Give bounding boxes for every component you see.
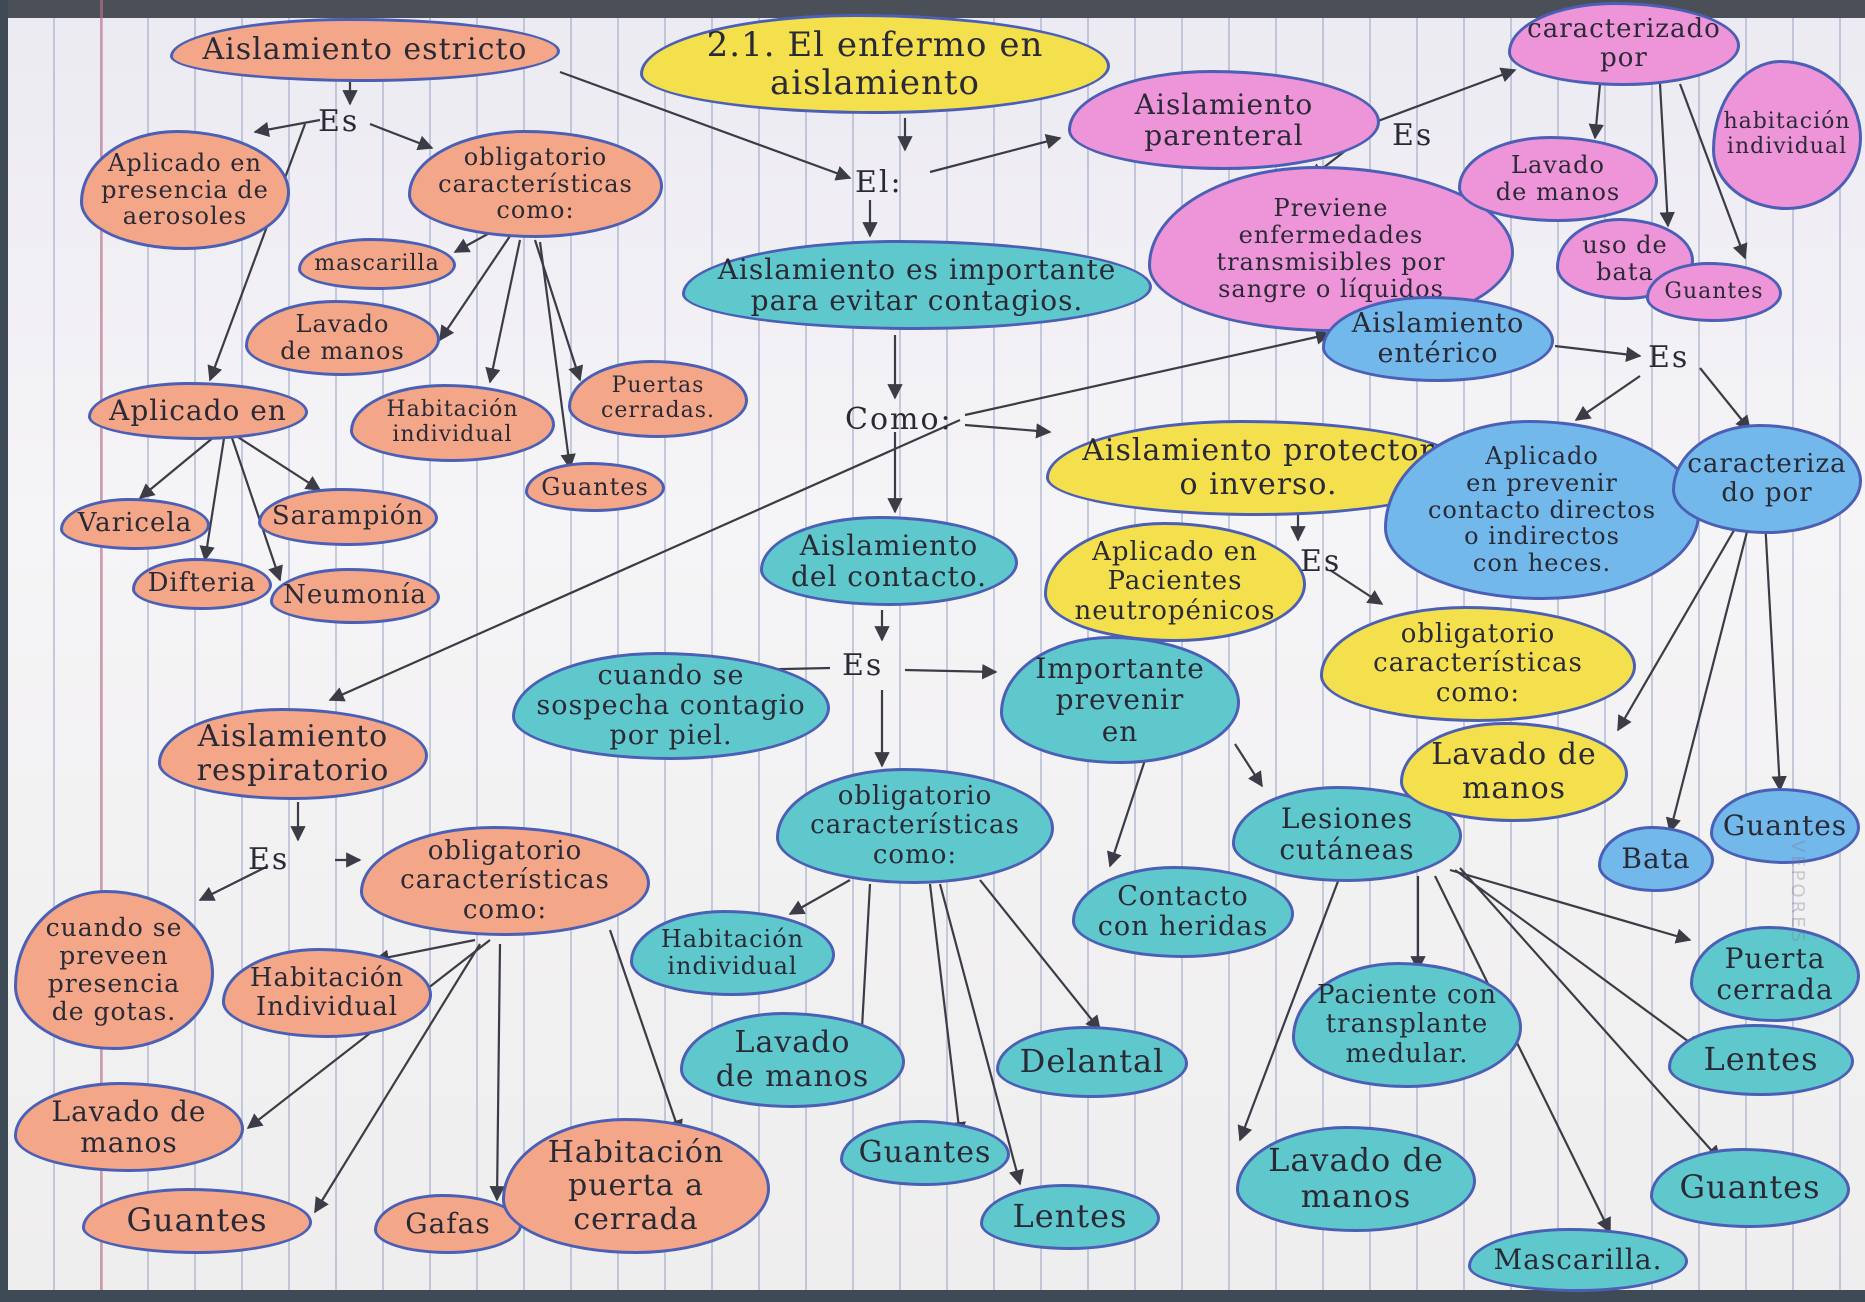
enterico-guantes: Guantes <box>1710 788 1860 864</box>
watermark-stamp: VEPORES <box>1787 840 1808 946</box>
estricto-puertas: Puertas cerradas. <box>568 360 748 438</box>
enterico-caracterizado: caracteriza do por <box>1672 424 1862 534</box>
enterico-bata: Bata <box>1598 826 1714 892</box>
estricto-neumonia: Neumonía <box>270 568 440 624</box>
medular-paciente: Paciente con transplante medular. <box>1292 962 1522 1088</box>
estricto-habitacion: Habitación individual <box>350 384 555 462</box>
parenteral-es: Es <box>1392 118 1434 153</box>
parenteral-habitacion: habitación individual <box>1712 60 1862 210</box>
contacto-obligatorio: obligatorio características como: <box>776 768 1054 884</box>
parenteral-caracterizado: caracterizado por <box>1508 2 1740 86</box>
parenteral-guantes: Guantes <box>1646 262 1782 322</box>
contacto-lavado: Lavado de manos <box>680 1012 905 1108</box>
contacto-cuando: cuando se sospecha contagio por piel. <box>512 652 830 760</box>
respiratorio-habitacion-puerta: Habitación puerta a cerrada <box>502 1118 770 1254</box>
respiratorio-habitacion: Habitación Individual <box>222 948 432 1038</box>
protector-es: Es <box>1300 544 1342 579</box>
estricto-guantes: Guantes <box>525 462 665 512</box>
margin-line <box>100 0 103 1290</box>
respiratorio-guantes: Guantes <box>82 1188 312 1254</box>
contacto-importante: Importante prevenir en <box>1000 636 1240 764</box>
contacto-lentes: Lentes <box>980 1184 1160 1250</box>
parenteral-lavado: Lavado de manos <box>1458 136 1658 222</box>
medular-puerta: Puerta cerrada <box>1690 926 1860 1022</box>
respiratorio-cuando: cuando se preveen presencia de gotas. <box>14 890 214 1050</box>
connector-el: El: <box>855 165 903 200</box>
parenteral-node: Aislamiento parenteral <box>1068 70 1380 170</box>
estricto-es: Es <box>318 104 360 139</box>
respiratorio-obligatorio: obligatorio características como: <box>360 826 650 936</box>
contacto-heridas: Contacto con heridas <box>1072 866 1294 958</box>
respiratorio-gafas: Gafas <box>374 1194 522 1254</box>
estricto-mascarilla: mascarilla <box>298 238 456 290</box>
estricto-obligatorio: obligatorio características como: <box>408 130 663 238</box>
contacto-habitacion: Habitación individual <box>630 910 835 996</box>
contacto-guantes: Guantes <box>840 1120 1010 1186</box>
importance-node: Aislamiento es importante para evitar co… <box>682 240 1152 330</box>
respiratorio-lavado: Lavado de manos <box>14 1082 244 1172</box>
respiratorio-es: Es <box>248 842 290 877</box>
contacto-delantal: Delantal <box>996 1026 1188 1098</box>
estricto-aerosoles: Aplicado en presencia de aerosoles <box>80 130 290 250</box>
estricto-varicela: Varicela <box>60 498 210 550</box>
protector-lavado: Lavado de manos <box>1400 722 1628 822</box>
paper-top-edge <box>8 0 1865 18</box>
protector-obligatorio: obligatorio características como: <box>1320 606 1636 722</box>
connector-como: Como: <box>845 402 953 437</box>
estricto-aplicado-en: Aplicado en <box>88 382 308 440</box>
contacto-node: Aislamiento del contacto. <box>760 516 1018 606</box>
estricto-sarampion: Sarampión <box>258 488 438 546</box>
medular-guantes: Guantes <box>1650 1148 1850 1228</box>
enterico-es: Es <box>1648 340 1690 375</box>
medular-lentes: Lentes <box>1668 1024 1854 1096</box>
medular-mascarilla: Mascarilla. <box>1468 1228 1688 1292</box>
contacto-es: Es <box>842 648 884 683</box>
enterico-aplicado: Aplicado en prevenir contacto directos o… <box>1384 420 1700 600</box>
parenteral-previene: Previene enfermedades transmisibles por … <box>1148 166 1514 332</box>
map-title: 2.1. El enfermo en aislamiento <box>640 14 1110 114</box>
estricto-node: Aislamiento estricto <box>170 18 560 82</box>
protector-aplicado: Aplicado en Pacientes neutropénicos <box>1044 522 1306 642</box>
enterico-node: Aislamiento entérico <box>1322 296 1554 382</box>
medular-lavado: Lavado de manos <box>1236 1126 1476 1232</box>
estricto-lavado: Lavado de manos <box>245 300 440 376</box>
respiratorio-node: Aislamiento respiratorio <box>158 708 428 800</box>
estricto-difteria: Difteria <box>132 558 272 610</box>
